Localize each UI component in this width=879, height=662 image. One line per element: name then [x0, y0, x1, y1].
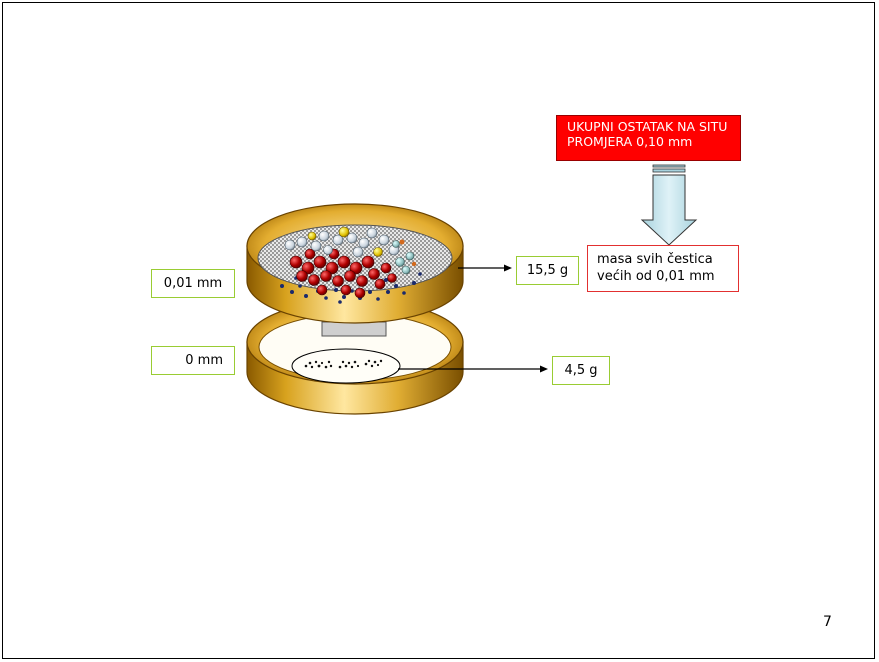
mass-description-callout: masa svih čestica većih od 0,01 mm [587, 245, 739, 292]
fine-particles [304, 359, 383, 369]
lower-pan-size-label: 0 mm [151, 346, 235, 375]
upper-mass-label: 15,5 g [516, 256, 579, 285]
description-line2: većih od 0,01 mm [597, 269, 715, 284]
down-arrow-icon [640, 164, 698, 246]
lower-mass-arrowhead [540, 365, 548, 373]
page-number: 7 [823, 614, 832, 630]
description-line1: masa svih čestica [597, 252, 713, 267]
yellow-particles [307, 226, 383, 257]
white-particles [284, 227, 400, 258]
sieve-connector [321, 321, 387, 337]
teal-particles [392, 240, 415, 275]
total-residue-line1: UKUPNI OSTATAK NA SITU [567, 119, 728, 134]
upper-mass-arrowhead [504, 264, 512, 272]
lower-mass-label: 4,5 g [552, 356, 610, 385]
upper-sieve-size-label: 0,01 mm [151, 269, 235, 298]
total-residue-callout: UKUPNI OSTATAK NA SITU PROMJERA 0,10 mm [556, 115, 741, 161]
total-residue-line2: PROMJERA 0,10 mm [567, 134, 693, 149]
orange-particles [399, 239, 417, 267]
red-particles [289, 248, 397, 299]
